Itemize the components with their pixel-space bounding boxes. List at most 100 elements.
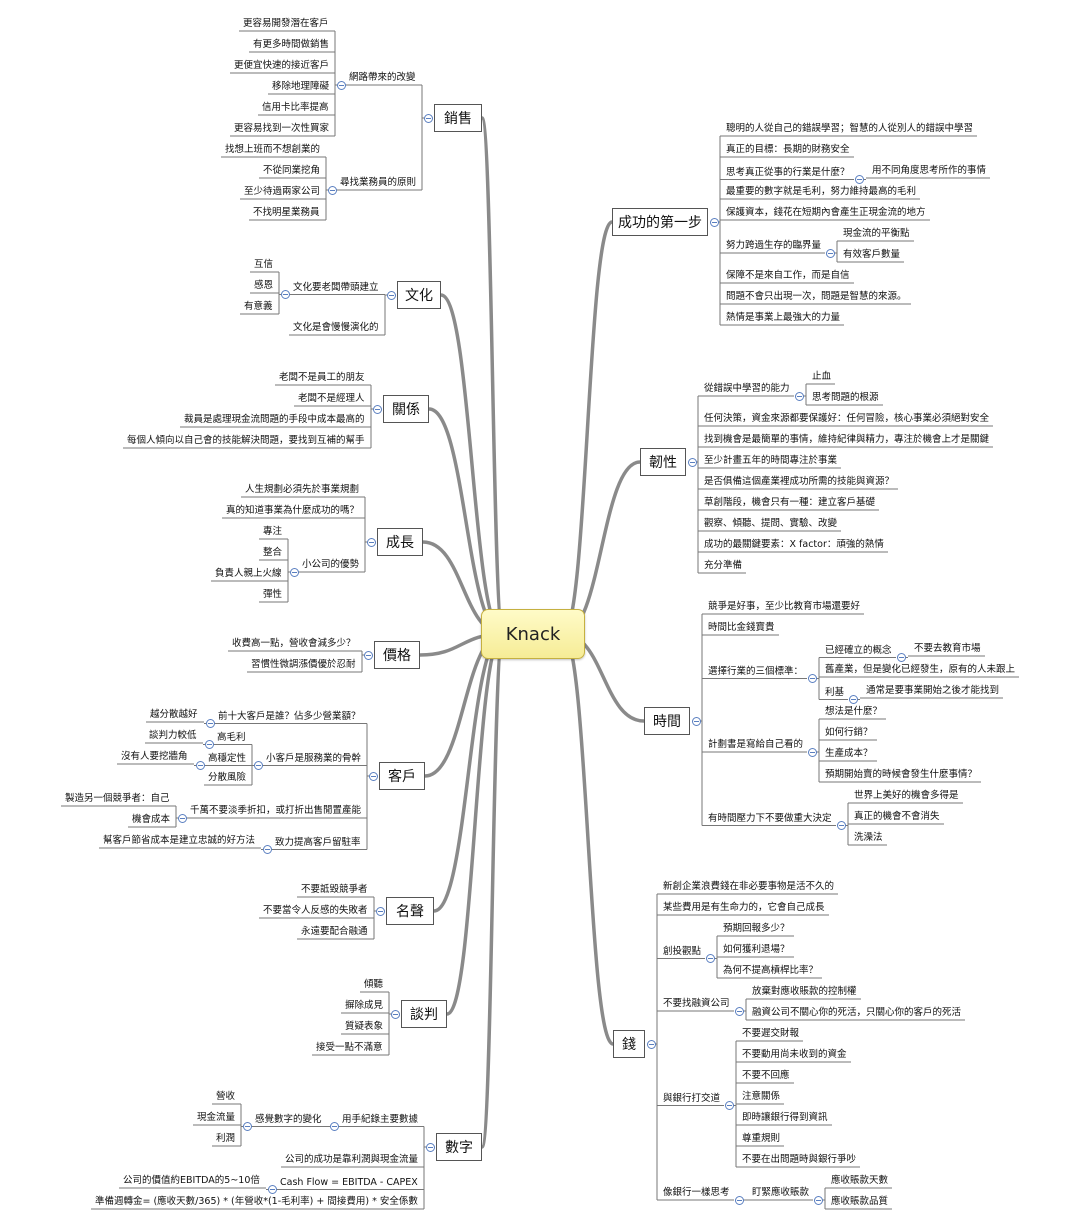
branch-b8[interactable]: 談判	[401, 1000, 447, 1028]
topic-node[interactable]: 公司的價值約EBITDA的5~10倍	[123, 1175, 260, 1186]
branch-b12[interactable]: 時間	[644, 707, 690, 735]
branch-b3[interactable]: 關係	[383, 395, 429, 423]
collapse-toggle-icon[interactable]	[425, 1142, 435, 1152]
topic-node[interactable]: 舊產業，但是變化已經發生，原有的人未跟上	[825, 664, 1016, 675]
topic-node[interactable]: 不要遲交財報	[742, 1028, 800, 1039]
topic-node[interactable]: 分散風險	[208, 772, 247, 783]
topic-node[interactable]: 用手紀錄主要數據	[342, 1113, 419, 1125]
topic-node[interactable]: 不要動用尚未收到的資金	[742, 1049, 847, 1060]
collapse-toggle-icon[interactable]	[848, 695, 858, 704]
topic-node[interactable]: 傾聽	[364, 979, 384, 990]
collapse-toggle-icon[interactable]	[363, 650, 373, 660]
root-node[interactable]: Knack	[481, 609, 585, 659]
collapse-toggle-icon[interactable]	[195, 761, 205, 770]
topic-node[interactable]: 利潤	[216, 1133, 236, 1144]
topic-node[interactable]: 從錯誤中學習的能力	[704, 383, 790, 394]
topic-node[interactable]: 用不同角度思考所作的事情	[872, 165, 987, 176]
topic-node[interactable]: 沒有人要挖牆角	[121, 751, 188, 762]
collapse-toggle-icon[interactable]	[734, 1195, 744, 1205]
branch-b9[interactable]: 數字	[436, 1133, 482, 1161]
topic-node[interactable]: 預期回報多少？	[723, 923, 790, 934]
collapse-toggle-icon[interactable]	[646, 1039, 656, 1049]
topic-node[interactable]: 更便宜快速的接近客戶	[234, 60, 330, 71]
topic-node[interactable]: 感恩	[254, 280, 274, 291]
branch-b13[interactable]: 錢	[613, 1030, 645, 1058]
collapse-toggle-icon[interactable]	[807, 674, 817, 683]
topic-node[interactable]: 通常是要事業開始之後才能找到	[866, 685, 1000, 696]
topic-node[interactable]: 致力提高客戶留駐率	[275, 836, 361, 848]
topic-node[interactable]: 千萬不要淡季折扣，或打折出售閒置產能	[190, 805, 362, 816]
topic-node[interactable]: 每個人傾向以自己會的技能解決問題，要找到互補的幫手	[127, 435, 365, 446]
branch-b10[interactable]: 成功的第一步	[612, 208, 708, 236]
topic-node[interactable]: 真正的機會不會消失	[854, 811, 940, 822]
topic-node[interactable]: 新創企業浪費錢在非必要事物是活不久的	[663, 881, 835, 892]
topic-node[interactable]: 老闆不是員工的朋友	[279, 372, 365, 383]
topic-node[interactable]: 人生規劃必須先於事業規劃	[245, 484, 360, 495]
collapse-toggle-icon[interactable]	[390, 1009, 400, 1019]
topic-node[interactable]: 即時讓銀行得到資訊	[742, 1112, 828, 1123]
topic-node[interactable]: 不要不回應	[742, 1070, 790, 1081]
collapse-toggle-icon[interactable]	[329, 1122, 339, 1131]
topic-node[interactable]: 聰明的人從自己的錯誤學習；智慧的人從別人的錯誤中學習	[726, 123, 974, 134]
collapse-toggle-icon[interactable]	[734, 1006, 744, 1016]
branch-b4[interactable]: 成長	[377, 528, 423, 556]
topic-node[interactable]: 如何獲利退場？	[723, 944, 790, 955]
topic-node[interactable]: 某些費用是有生命力的，它會自己成長	[663, 902, 825, 913]
collapse-toggle-icon[interactable]	[366, 537, 376, 547]
topic-node[interactable]: 負責人親上火線	[215, 568, 282, 579]
topic-node[interactable]: 現金流量	[197, 1112, 236, 1123]
topic-node[interactable]: 不找明星業務員	[253, 207, 320, 218]
collapse-toggle-icon[interactable]	[289, 567, 299, 577]
collapse-toggle-icon[interactable]	[336, 80, 346, 90]
topic-node[interactable]: 高穩定性	[208, 752, 247, 764]
topic-node[interactable]: 應收賬款天數	[831, 1175, 889, 1186]
topic-node[interactable]: 小公司的優勢	[302, 559, 360, 570]
topic-node[interactable]: 盯緊應收賬款	[752, 1187, 810, 1198]
collapse-toggle-icon[interactable]	[242, 1122, 252, 1131]
topic-node[interactable]: 努力跨過生存的臨界量	[726, 240, 822, 251]
branch-b2[interactable]: 文化	[397, 281, 441, 309]
topic-node[interactable]: Cash Flow = EBITDA - CAPEX	[280, 1176, 418, 1188]
topic-node[interactable]: 不要去教育市場	[914, 643, 981, 654]
topic-node[interactable]: 草創階段，機會只有一種：建立客戶基礎	[704, 497, 876, 508]
topic-node[interactable]: 熱情是事業上最強大的力量	[726, 312, 841, 323]
topic-node[interactable]: 找到機會是最簡單的事情，維持紀律與精力，專注於機會上才是關鍵	[704, 434, 990, 445]
topic-node[interactable]: 高毛利	[217, 731, 246, 743]
collapse-toggle-icon[interactable]	[177, 813, 187, 823]
topic-node[interactable]: 不要找融資公司	[663, 998, 730, 1009]
topic-node[interactable]: 越分散越好	[150, 709, 198, 720]
topic-node[interactable]: 找想上班而不想創業的	[225, 144, 321, 155]
topic-node[interactable]: 機會成本	[132, 814, 171, 825]
topic-node[interactable]: 整合	[263, 547, 283, 558]
topic-node[interactable]: 想法是什麼？	[825, 706, 883, 717]
topic-node[interactable]: 互信	[254, 259, 274, 270]
topic-node[interactable]: 問題不會只出現一次，問題是智慧的來源。	[726, 291, 907, 302]
topic-node[interactable]: 為何不提高槓桿比率？	[723, 965, 819, 976]
topic-node[interactable]: 專注	[263, 526, 283, 537]
topic-node[interactable]: 習慣性微調漲價優於忍耐	[251, 659, 356, 670]
collapse-toggle-icon[interactable]	[836, 821, 846, 830]
topic-node[interactable]: 保障不是來自工作，而是自信	[726, 270, 850, 281]
topic-node[interactable]: 現金流的平衡點	[843, 228, 910, 239]
collapse-toggle-icon[interactable]	[423, 113, 433, 123]
topic-node[interactable]: 任何決策，資金來源都要保護好：任何冒險，核心事業必須絕對安全	[704, 413, 990, 424]
collapse-toggle-icon[interactable]	[368, 771, 378, 781]
topic-node[interactable]: 感覺數字的變化	[255, 1113, 322, 1125]
topic-node[interactable]: 收費高一點，營收會減多少？	[232, 638, 356, 649]
topic-node[interactable]: 網路帶來的改變	[349, 72, 416, 83]
topic-node[interactable]: 老闆不是經理人	[298, 393, 365, 404]
topic-node[interactable]: 準備週轉金= (應收天數/365) * (年營收*(1-毛利率) + 間接費用)…	[95, 1196, 418, 1207]
collapse-toggle-icon[interactable]	[372, 404, 382, 414]
collapse-toggle-icon[interactable]	[327, 185, 337, 195]
topic-node[interactable]: 前十大客戶是誰？佔多少營業額？	[218, 710, 361, 722]
branch-b5[interactable]: 價格	[374, 641, 420, 669]
collapse-toggle-icon[interactable]	[813, 1195, 823, 1205]
topic-node[interactable]: 文化是會慢慢演化的	[293, 322, 379, 333]
topic-node[interactable]: 接受一點不滿意	[316, 1042, 383, 1053]
topic-node[interactable]: 更容易找到一次性買家	[234, 123, 330, 134]
collapse-toggle-icon[interactable]	[807, 747, 817, 757]
collapse-toggle-icon[interactable]	[253, 761, 263, 770]
collapse-toggle-icon[interactable]	[205, 719, 215, 728]
topic-node[interactable]: 已經確立的概念	[825, 644, 892, 656]
topic-node[interactable]: 不要當令人反感的失敗者	[263, 905, 368, 916]
